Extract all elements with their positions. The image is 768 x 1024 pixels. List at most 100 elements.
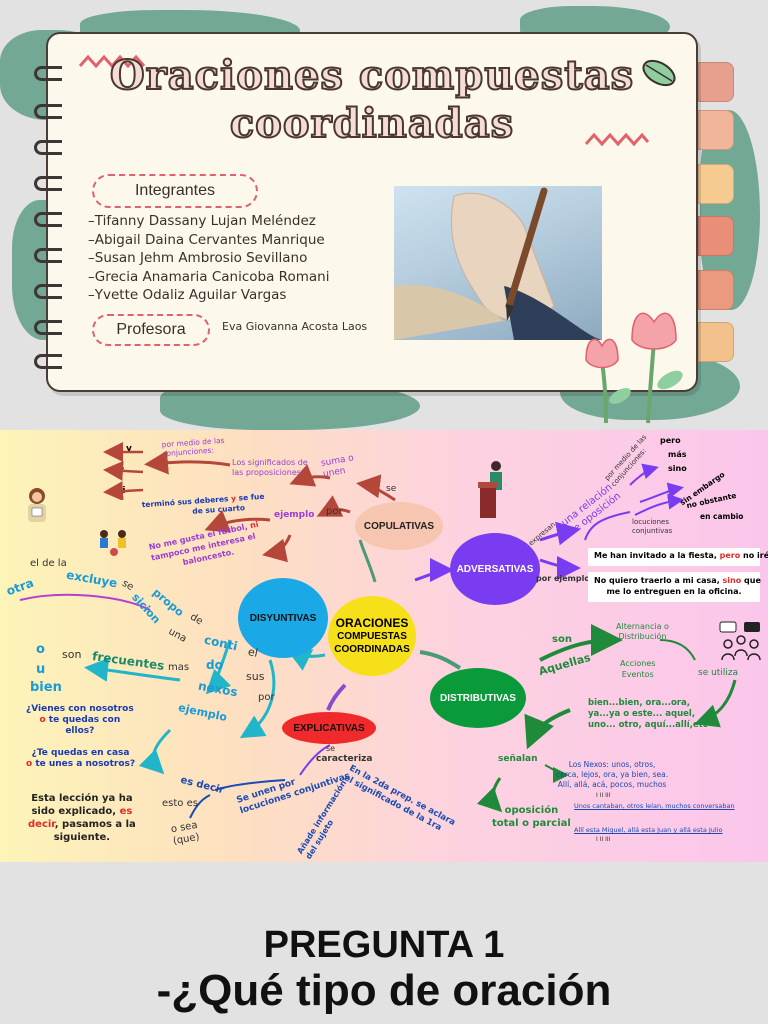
loc-esto-es: esto es <box>162 798 198 809</box>
hand-writing-image <box>394 186 602 340</box>
label-senalan: señalan <box>498 754 538 764</box>
member-item: –Susan Jehm Ambrosio Sevillano <box>88 250 308 266</box>
label-do: do <box>206 658 223 672</box>
teacher-podium-icon <box>478 461 502 518</box>
text: No quiero traerlo a mi casa, <box>594 576 720 585</box>
text: , pasamos a la <box>54 819 136 830</box>
label-por-dis: por <box>258 692 275 703</box>
leaf-icon <box>642 59 676 87</box>
text: Esta lección ya ha <box>31 793 133 804</box>
members-list: –Tifanny Dassany Lujan Meléndez –Abigail… <box>88 212 329 305</box>
tulip-flowers-icon <box>585 312 683 424</box>
notebook-tab <box>698 110 734 150</box>
girl-reading-icon <box>28 488 46 522</box>
label-se-utiliza: se utiliza <box>698 668 739 678</box>
nexo-bien: bien <box>30 680 62 695</box>
highlight: o <box>26 759 33 769</box>
member-item: –Yvette Odaliz Aguilar Vargas <box>88 287 287 303</box>
spiral-ring <box>34 320 62 335</box>
nexo-o: o <box>36 642 45 657</box>
label-nexos-list: Los Nexos: unos, otros, cerca, lejos, or… <box>556 760 668 790</box>
integrantes-label: Integrantes <box>92 174 258 208</box>
zigzag-decoration <box>584 132 650 147</box>
spiral-ring <box>34 104 62 119</box>
example-distributiva-1: Unos cantaban, otros leían, muchos conve… <box>574 802 735 810</box>
highlight: es <box>119 806 133 817</box>
text: las proposiciones <box>232 468 301 477</box>
text: siguiente. <box>53 832 111 843</box>
explicativas-node: EXPLICATIVAS <box>282 712 376 744</box>
nexos-distributivos: bien...bien, ora...ora, ya...ya o este..… <box>588 698 708 731</box>
center-title: ORACIONES <box>335 615 409 630</box>
kids-playing-icon <box>100 530 126 556</box>
spiral-ring <box>34 354 62 369</box>
conj-mas: más <box>668 450 687 459</box>
member-item: –Abigail Daina Cervantes Manrique <box>88 231 325 248</box>
question-text: -¿Qué tipo de oración <box>156 966 612 1015</box>
example-disyuntiva-2: ¿Te quedas en casa o te unes a nosotros? <box>26 748 135 770</box>
conj-sino: sino <box>668 464 687 473</box>
hand-pencil-illustration <box>394 187 602 340</box>
highlight: pero <box>719 551 741 560</box>
marks-2: I II III <box>596 836 611 843</box>
member-item: –Grecia Anamaria Canicoba Romani <box>88 268 330 285</box>
spiral-ring <box>34 66 62 81</box>
member-item: –Tifanny Dassany Lujan Meléndez <box>88 213 316 229</box>
disyuntivas-node: DISYUNTIVAS <box>238 578 328 658</box>
spiral-ring <box>34 140 62 155</box>
notebook-tab <box>698 322 734 362</box>
spiral-ring <box>34 176 62 191</box>
text: ya...ya o este... aquel, <box>588 709 696 719</box>
group-chat-icon <box>719 621 761 661</box>
label-el-de-la: el de la <box>30 558 67 569</box>
text: ¿Te quedas en casa <box>31 748 130 758</box>
highlight: decir <box>28 819 55 830</box>
label-se-exp: se <box>326 744 336 753</box>
text: total o parcial <box>492 818 571 829</box>
label-significados: Los significados de las proposiciones <box>232 458 308 478</box>
label-mas: mas <box>168 662 190 673</box>
text: cerca, lejos, ora, ya bien, sea. <box>556 770 669 779</box>
highlight: ni <box>249 519 260 531</box>
spiral-ring <box>34 212 62 227</box>
center-subtitle: COMPUESTAS <box>337 630 407 642</box>
text: Distribución <box>618 632 667 641</box>
label-ejemplo: ejemplo <box>274 510 315 520</box>
profesora-name: Eva Giovanna Acosta Laos <box>222 320 368 333</box>
text: no iré. <box>743 551 768 560</box>
mind-map-arrows <box>19 450 737 819</box>
example-distributiva-2: Allí esta Miguel, allá esta Juan y allá … <box>574 826 723 834</box>
title-line-2: coordinadas <box>229 99 515 148</box>
text: locuciones <box>632 518 669 526</box>
center-subtitle: COORDINADAS <box>334 643 410 655</box>
question-label: PREGUNTA 1 <box>263 924 505 966</box>
label-por: por <box>326 506 343 517</box>
label-oposicion: oposición total o parcial <box>492 804 571 830</box>
label-caracteriza: caracteriza <box>316 754 373 764</box>
label-se: se <box>386 484 397 494</box>
notebook-tab <box>698 164 734 204</box>
text: ¿Vienes con nosotros <box>26 704 134 714</box>
label-sus: sus <box>246 670 265 683</box>
text: sido explicado, <box>31 806 117 817</box>
marks-1: I II III <box>596 792 611 799</box>
notebook-tab <box>698 216 734 256</box>
label-locuciones: locuciones conjuntivas <box>632 518 672 536</box>
example-disyuntiva-1: ¿Vienes con nosotros o te quedas con ell… <box>26 704 134 737</box>
text: bien...bien, ora...ora, <box>588 698 690 708</box>
text: Me han invitado a la fiesta, <box>594 551 717 560</box>
example-explicativa: Esta lección ya ha sido explicado, es de… <box>28 792 136 844</box>
example-adversativa-1: Me han invitado a la fiesta, pero no iré… <box>588 548 768 566</box>
label-acciones: Acciones Eventos <box>620 658 655 680</box>
text: Los Nexos: unos, otros, <box>568 760 656 769</box>
text: ellos? <box>65 726 95 736</box>
profesora-label: Profesora <box>92 314 210 346</box>
text: conjuntivas <box>632 527 673 535</box>
text: se fue <box>238 491 265 503</box>
title-line-1: Oraciones compuestas <box>109 51 635 100</box>
text: te unes a nosotros? <box>35 759 136 769</box>
zigzag-decoration <box>78 54 146 69</box>
text: me lo entreguen en la oficina. <box>606 587 742 596</box>
notebook-tab <box>698 62 734 102</box>
text: Alternancia o <box>616 622 669 631</box>
